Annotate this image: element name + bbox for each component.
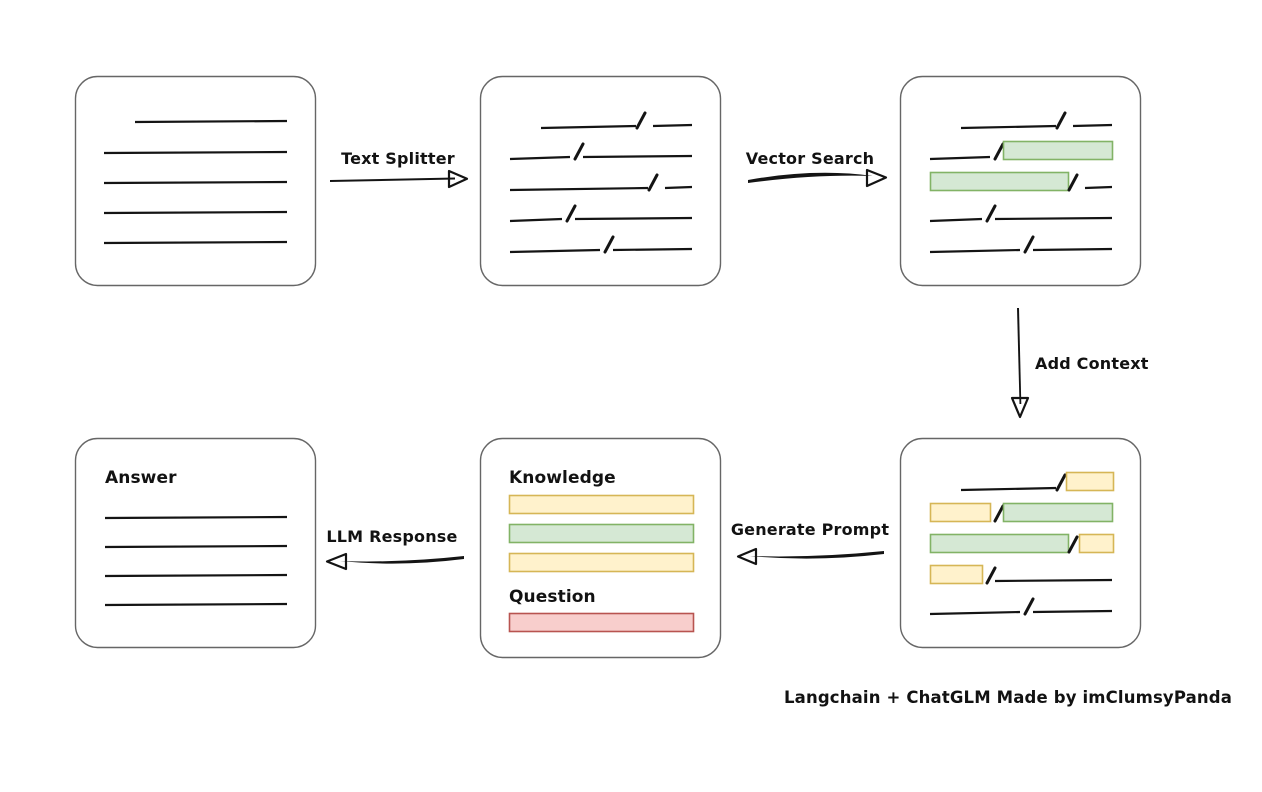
edge-text-splitter[interactable]: Text Splitter [330, 149, 469, 189]
text-line [103, 240, 288, 245]
text-line [612, 247, 693, 252]
text-line [574, 216, 693, 221]
edge-label-text-splitter: Text Splitter [341, 149, 455, 168]
text-line [104, 544, 288, 549]
highlight-green[interactable] [1002, 140, 1114, 161]
text-line [509, 186, 649, 192]
slash-icon [635, 111, 647, 130]
text-line [104, 602, 288, 607]
answer-heading: Answer [105, 468, 177, 488]
slash-icon [565, 204, 577, 223]
edge-label-llm-response: LLM Response [326, 527, 457, 546]
context-enriched-chunks-lines [929, 471, 1115, 616]
prompt-knowledge-heading: Knowledge [509, 468, 616, 488]
slash-icon [1055, 473, 1067, 492]
edge-vector-search[interactable]: Vector Search [746, 149, 888, 188]
text-line [929, 155, 991, 161]
split-chunks-lines [509, 111, 693, 254]
edge-label-vector-search: Vector Search [746, 149, 874, 168]
text-line [103, 210, 288, 215]
text-line [104, 515, 288, 520]
text-splitter-arrow-head [447, 169, 469, 189]
llm-response-arrow-shaft [340, 556, 464, 564]
add-context-arrow-shaft [1017, 308, 1022, 404]
node-answer[interactable]: Answer [74, 437, 317, 649]
node-vector-matched-chunks[interactable] [899, 75, 1142, 287]
node-split-chunks[interactable] [479, 75, 722, 287]
text-line [1032, 247, 1113, 252]
generate-prompt-arrow-head [736, 547, 758, 566]
text-line [929, 610, 1021, 616]
vector-search-arrow-shaft [748, 172, 873, 183]
answer-lines [104, 515, 288, 607]
text-line [509, 155, 571, 161]
text-line [1032, 609, 1113, 614]
slash-icon [1055, 111, 1067, 130]
question-bar-red[interactable] [508, 612, 695, 633]
prompt-question-heading: Question [509, 587, 596, 607]
text-line [929, 217, 983, 223]
slash-icon [993, 504, 1005, 523]
knowledge-bar-yellow-2[interactable] [508, 552, 695, 573]
source-document-lines [103, 119, 288, 245]
slash-icon [1067, 173, 1079, 192]
text-line [104, 573, 288, 578]
highlight-yellow[interactable] [1078, 533, 1115, 554]
text-line [929, 248, 1021, 254]
vector-matched-chunks-lines [929, 111, 1114, 254]
slash-icon [985, 204, 997, 223]
slash-icon [573, 142, 585, 161]
slash-icon [985, 566, 997, 585]
text-line [960, 124, 1057, 130]
text-line [960, 486, 1057, 492]
generate-prompt-arrow-shaft [750, 551, 884, 559]
node-source-document[interactable] [74, 75, 317, 287]
llm-response-arrow-head [325, 552, 348, 571]
text-line [664, 185, 693, 190]
text-line [134, 119, 288, 124]
highlight-yellow[interactable] [929, 502, 992, 523]
edge-llm-response[interactable]: LLM Response [325, 527, 464, 571]
prompt-box[interactable] [479, 437, 722, 659]
highlight-green[interactable] [1002, 502, 1114, 523]
split-chunks-box[interactable] [479, 75, 722, 287]
highlight-yellow[interactable] [929, 564, 984, 585]
slash-icon [1067, 535, 1079, 554]
text-line [509, 217, 563, 223]
knowledge-bar-green-1[interactable] [508, 523, 695, 544]
edge-label-add-context: Add Context [1035, 354, 1149, 373]
answer-box[interactable] [74, 437, 317, 649]
text-line [540, 124, 637, 130]
slash-icon [1023, 235, 1035, 254]
node-prompt[interactable]: Knowledge Question [479, 437, 722, 659]
highlight-green[interactable] [929, 533, 1070, 554]
footer-credit: Langchain + ChatGLM Made by imClumsyPand… [784, 688, 1232, 707]
text-line [1084, 185, 1113, 190]
text-line [652, 123, 693, 128]
text-splitter-arrow-shaft [330, 177, 455, 182]
slash-icon [647, 173, 659, 192]
slash-icon [1023, 597, 1035, 616]
text-line [994, 216, 1113, 221]
slash-icon [993, 142, 1005, 161]
text-line [103, 150, 288, 155]
edge-generate-prompt[interactable]: Generate Prompt [731, 520, 890, 566]
source-document-box[interactable] [74, 75, 317, 287]
text-line [103, 180, 288, 185]
highlight-yellow[interactable] [1065, 471, 1115, 492]
edge-label-generate-prompt: Generate Prompt [731, 520, 890, 539]
knowledge-bar-yellow-1[interactable] [508, 494, 695, 515]
text-line [582, 154, 693, 159]
text-line [509, 248, 601, 254]
highlight-green[interactable] [929, 171, 1070, 192]
node-context-enriched-chunks[interactable] [899, 437, 1142, 649]
vector-search-arrow-head [865, 168, 888, 188]
text-line [994, 578, 1113, 583]
slash-icon [603, 235, 615, 254]
text-line [1072, 123, 1113, 128]
add-context-arrow-head [1010, 396, 1030, 419]
edge-add-context[interactable]: Add Context [1010, 308, 1149, 419]
